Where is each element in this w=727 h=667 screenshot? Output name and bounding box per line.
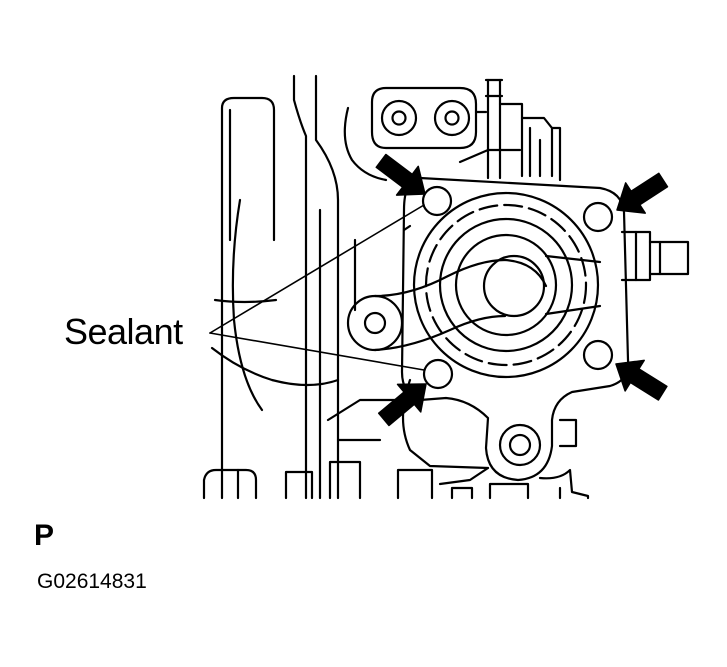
arrow-icon [375,153,426,196]
right-bracket [484,78,562,182]
sealant-leader-lines [209,204,425,371]
engine-block-outline [210,74,522,500]
pump-bolt-holes [421,185,614,390]
upper-bracket [370,86,488,150]
indicator-arrows [375,153,669,427]
view-letter: P [34,519,55,552]
figure-code: G02614831 [37,570,147,593]
pump-body [400,176,630,482]
arrow-icon [616,172,669,214]
lever-arm [346,258,548,352]
arrow-icon [377,383,427,427]
lower-boss [438,418,590,500]
pulley-assembly [412,191,602,379]
arrow-icon [615,359,668,401]
bottom-parts [202,460,562,500]
right-fitting [620,230,690,282]
sealant-callout-label: Sealant [64,311,183,352]
